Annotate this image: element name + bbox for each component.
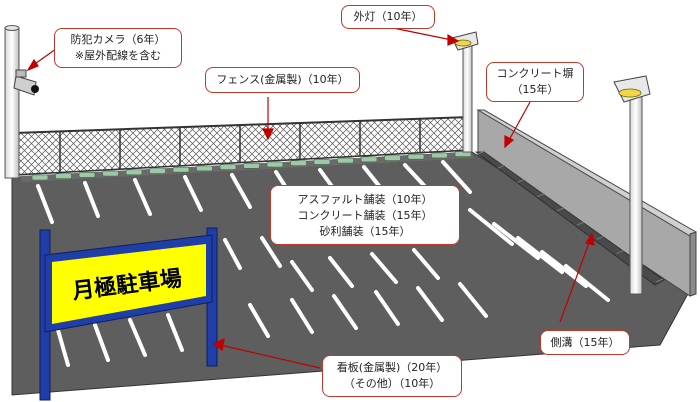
paving-callout-line2: コンクリート舗装（15年） [297,209,433,222]
gutter-rib [596,235,604,240]
curb-block [384,155,401,161]
signboard-callout-line1: 看板(金属製)（20年） [336,361,448,374]
curb-block [290,160,307,166]
parking-stall-line [230,173,252,209]
gutter-callout-text: 側溝（15年） [550,336,620,349]
parking-stall-line [36,184,54,224]
wall-callout-line1: コンクリート塀 [496,67,574,80]
curb-block [55,173,72,179]
gutter-callout: 側溝（15年） [540,330,630,355]
fence-callout: フェンス(金属製)（10年） [205,67,360,93]
parking-stall-line [540,250,588,288]
curb-block [243,163,260,169]
gutter-rib [517,178,525,183]
curb-block [407,153,425,160]
gutter-rib [616,250,624,255]
curb-block [219,164,237,170]
parking-stall-line [260,236,282,268]
light-pole-back [462,45,473,153]
paving-callout-line1: アスファルト舗装（10年） [297,193,433,206]
fence-posts [59,119,421,173]
parking-stall-line [468,208,514,246]
curb-block [31,174,49,181]
parking-stall-line [93,323,110,362]
parking-stall-line [248,303,270,338]
parking-stall-line [374,290,400,326]
light-callout: 外灯（10年） [341,5,435,29]
curb-block [172,166,190,173]
parking-stall-line [183,175,203,212]
signboard-callout-line2: （その他）（10年） [343,377,441,390]
parking-stall-line [412,248,440,280]
street-lamp-icon [613,75,651,103]
parking-stall-line [223,238,242,270]
curb-block [102,170,119,177]
curb-block [196,165,213,172]
parking-stall-line [516,236,564,274]
curb-block [360,156,378,163]
parking-lines [36,160,610,367]
parking-stall-line [56,328,70,367]
parking-stall-line [458,282,488,318]
parking-stall-line [328,256,354,288]
curb-block [266,161,284,168]
paving-callout-line3: 砂利舗装（15年） [319,225,411,238]
gutter-rib [497,164,505,169]
signboard: 月極駐車場 [39,227,218,401]
gutter-rib [537,193,545,198]
wall-callout: コンクリート塀 （15年） [486,62,584,102]
parking-stall-line [133,178,152,216]
light-callout-text: 外灯（10年） [353,10,423,23]
parking-stall-line [416,286,444,322]
parking-stall-line [332,294,358,330]
camera-callout-line1: 防犯カメラ（6年） [70,33,166,46]
signboard-callout: 看板(金属製)（20年） （その他）（10年） [322,355,462,397]
curb-block [431,152,448,159]
curb-block [78,172,96,178]
curb-block [313,159,331,165]
curb-block [149,168,166,174]
parking-stall-line [370,252,398,284]
paving-callout: アスファルト舗装（10年） コンクリート舗装（15年） 砂利舗装（15年） [270,185,460,245]
side-gutter [474,151,665,286]
curb-block [125,169,143,176]
parking-stall-line [290,260,314,292]
light-pole-front [629,91,643,295]
parking-stall-line [564,264,610,302]
gutter-rib [576,221,585,226]
parking-stall-line [83,181,100,218]
curb-blocks [31,151,472,181]
curb-block [337,157,354,164]
gutter-rib [556,207,565,212]
camera-callout-line2: ※屋外配線を含む [74,49,162,62]
parking-stall-line [290,298,314,334]
parking-stall-line [441,160,472,194]
camera-callout: 防犯カメラ（6年） ※屋外配線を含む [54,28,182,68]
gutter-rib [477,150,486,155]
wall-callout-line2: （15年） [511,83,559,96]
fence-callout-text: フェンス(金属製)（10年） [216,73,349,86]
parking-stall-line [128,318,147,357]
parking-stall-line [492,222,540,260]
camera-pole [4,27,20,179]
leader-lines [26,26,595,369]
parking-stall-line [166,313,184,352]
street-lamp-icon [451,31,479,51]
gutter-rib [655,278,664,283]
security-camera-icon [13,69,39,96]
